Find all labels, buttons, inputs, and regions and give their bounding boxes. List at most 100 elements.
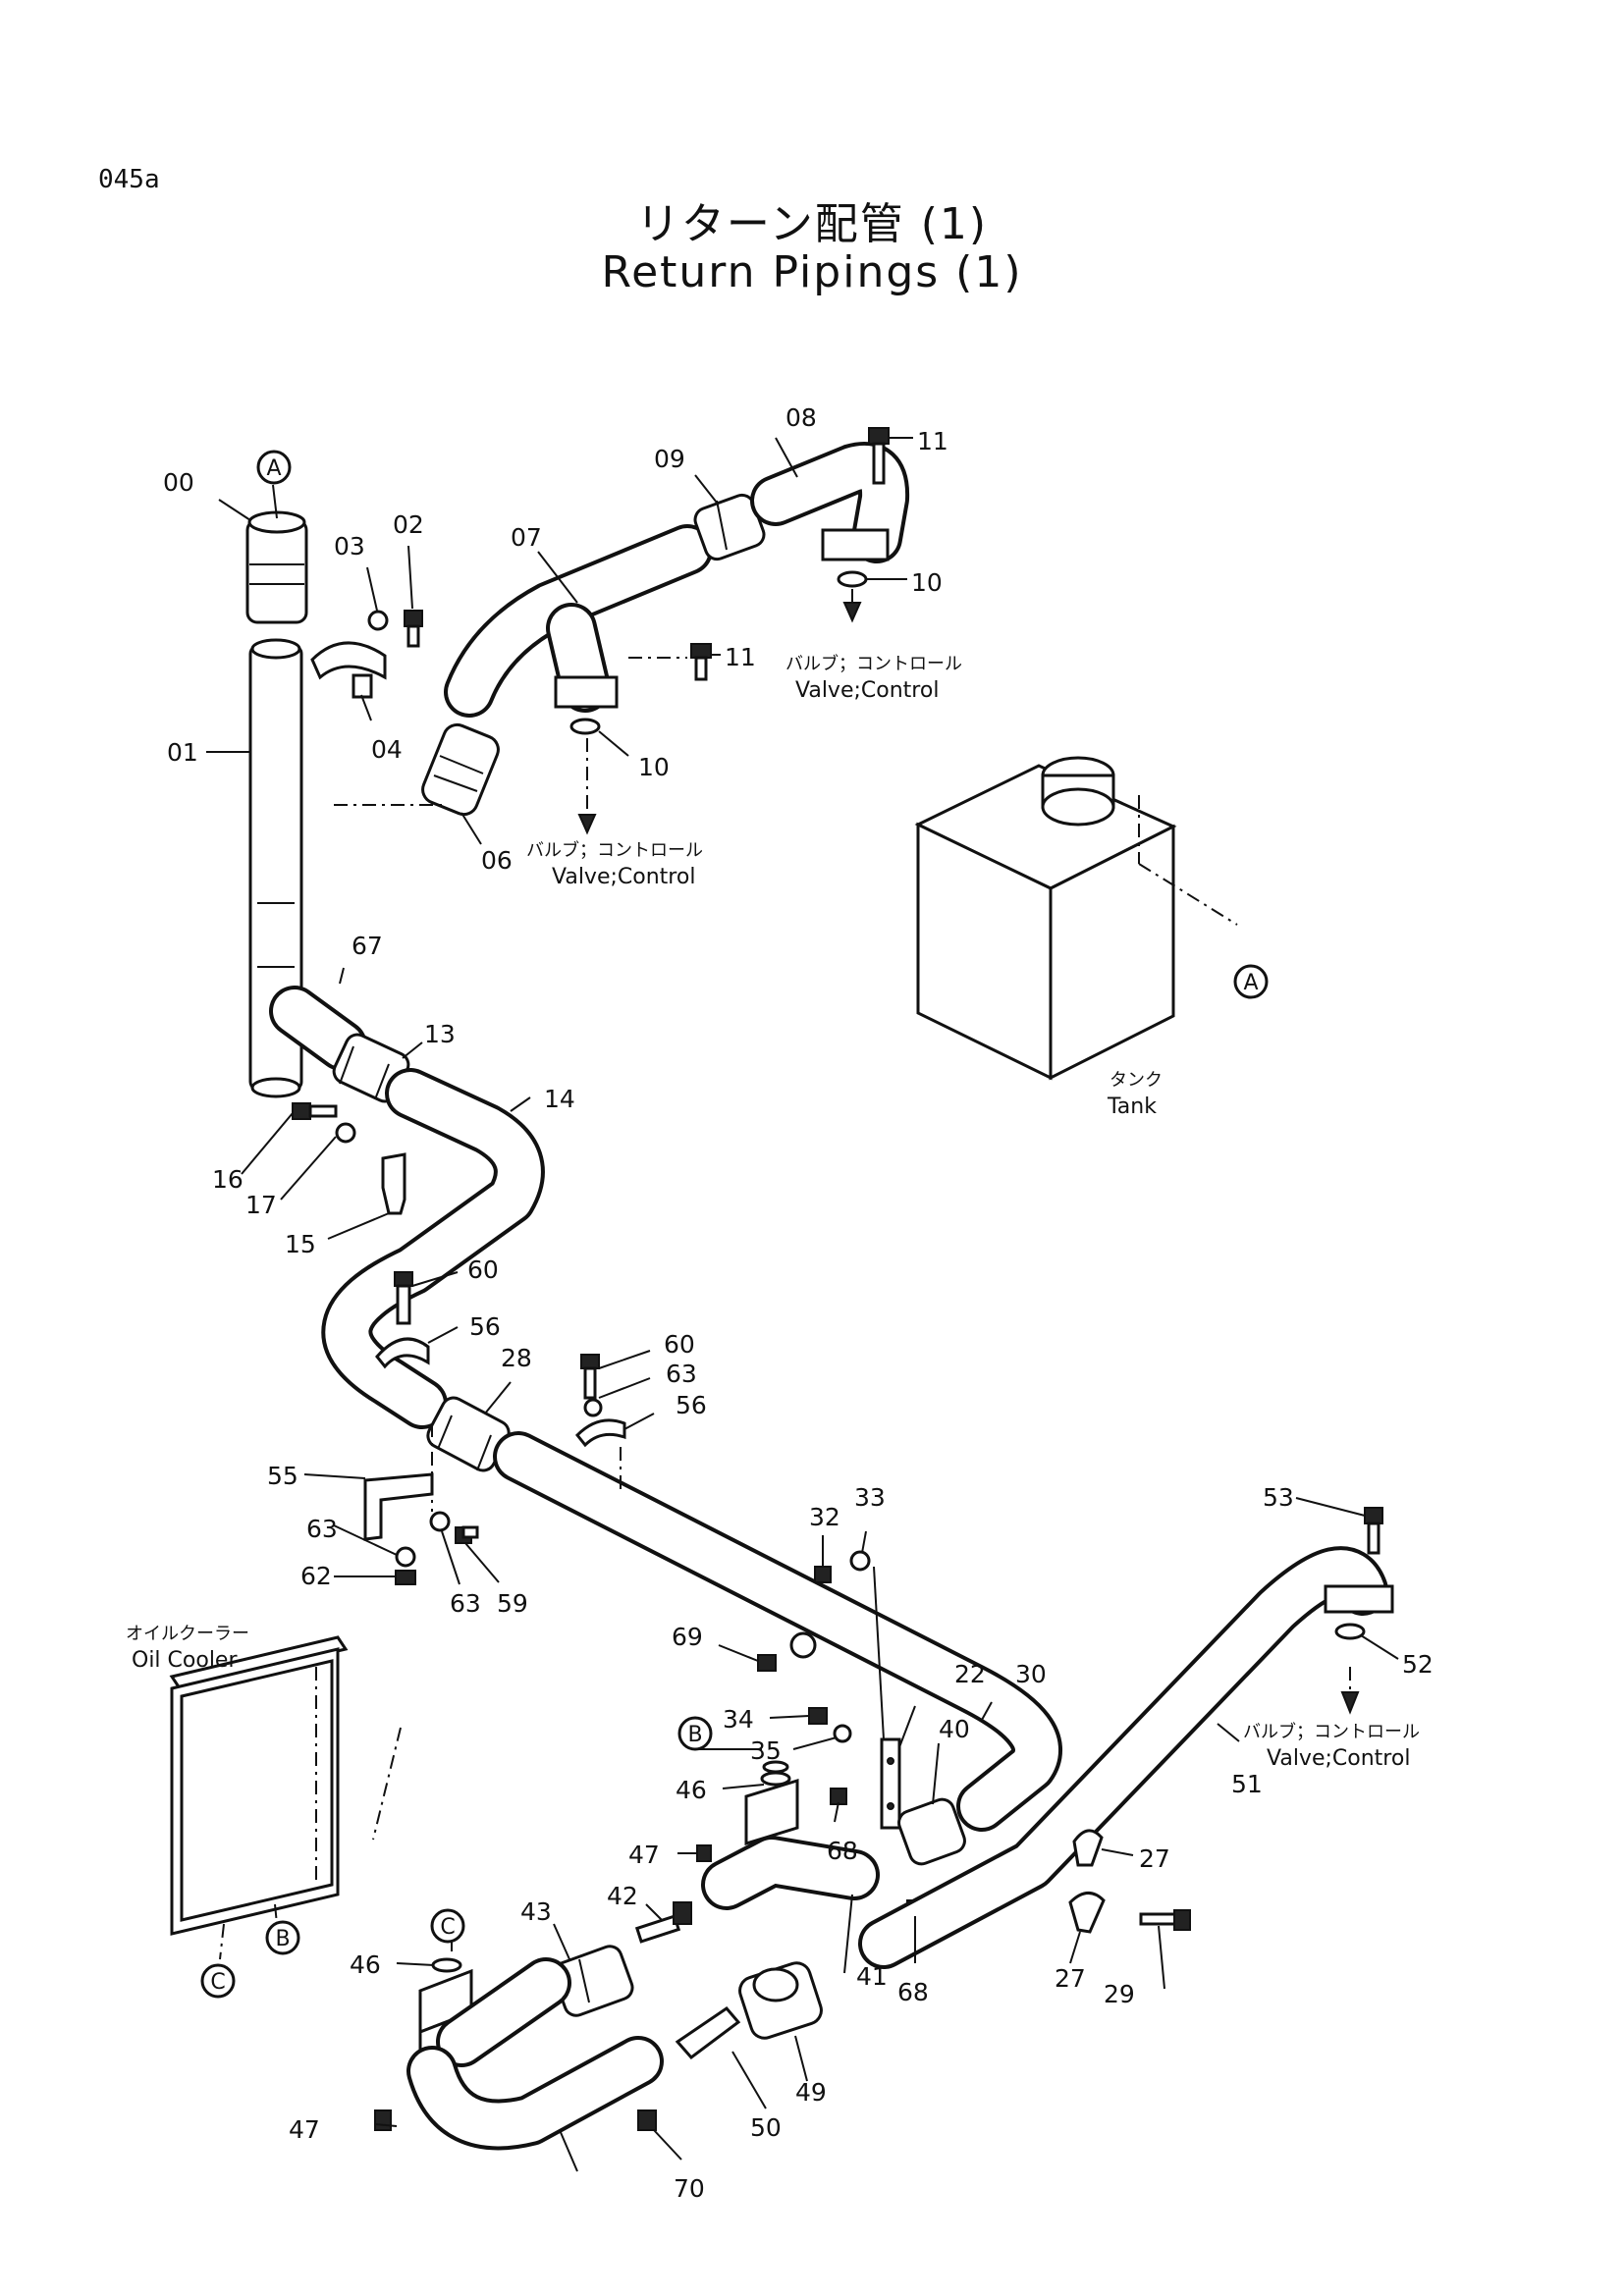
o-ring-52	[1334, 1623, 1366, 1640]
oil-cooler	[169, 1635, 349, 1936]
svg-text:C: C	[210, 1970, 225, 1995]
bracket-15	[381, 1152, 406, 1215]
ref-marker-a-top: A	[256, 450, 292, 485]
svg-text:B: B	[275, 1927, 290, 1951]
callout-27-upper: 27	[1139, 1844, 1170, 1873]
bolt-53	[1364, 1507, 1383, 1555]
svg-text:B: B	[687, 1723, 702, 1747]
callout-35: 35	[750, 1736, 782, 1765]
fitting-42	[634, 1901, 692, 1944]
bolt-02	[404, 610, 423, 648]
callout-03: 03	[334, 532, 365, 561]
callout-59: 59	[497, 1589, 528, 1618]
page-code: 045a	[98, 165, 160, 194]
callout-43: 43	[520, 1897, 552, 1926]
svg-text:A: A	[1243, 971, 1258, 995]
callout-09: 09	[654, 445, 685, 473]
callout-15: 15	[285, 1230, 316, 1258]
valve-caption-jp-3: バルブ；コントロール	[1243, 1721, 1420, 1742]
valve-caption-en-1: Valve;Control	[552, 865, 695, 889]
callout-34: 34	[723, 1705, 754, 1734]
callout-60-right: 60	[664, 1330, 695, 1359]
callout-68-upper: 68	[827, 1837, 858, 1865]
callout-30: 30	[1015, 1660, 1047, 1688]
callout-50: 50	[750, 2113, 782, 2142]
callout-46-upper: 46	[676, 1776, 707, 1804]
washer-17	[335, 1122, 356, 1144]
callout-69: 69	[672, 1623, 703, 1651]
bolt-29	[1139, 1909, 1191, 1931]
nut-62-washer-63	[395, 1546, 416, 1585]
reference-markers: A A B B C C	[200, 450, 1269, 1999]
callout-60-left: 60	[467, 1255, 499, 1284]
pipe-01	[248, 638, 303, 1098]
captions: バルブ；コントロール Valve;Control バルブ；コントロール Valv…	[126, 653, 1420, 1771]
hose-06	[421, 722, 500, 817]
callout-67: 67	[352, 932, 383, 960]
valve-caption-en-2: Valve;Control	[795, 678, 939, 703]
callout-40: 40	[939, 1715, 970, 1743]
bolt-11-lower	[690, 643, 712, 681]
callout-27-lower: 27	[1055, 1964, 1086, 1993]
callout-08: 08	[785, 403, 817, 432]
ref-marker-b-cooler: B	[265, 1920, 300, 1955]
svg-text:A: A	[266, 456, 281, 481]
pipe-07	[444, 524, 713, 718]
callout-02: 02	[393, 510, 424, 539]
block-46-47	[696, 1760, 799, 1862]
fitting-50	[675, 2006, 741, 2060]
title-japanese: リターン配管 (1)	[635, 199, 989, 249]
branch-stub	[269, 986, 367, 1071]
callout-49: 49	[795, 2078, 827, 2107]
callout-46-lower: 46	[350, 1950, 381, 1979]
tank-caption-jp: タンク	[1110, 1070, 1163, 1091]
valve-caption-jp-1: バルブ；コントロール	[526, 839, 703, 861]
cooler-caption-en: Oil Cooler	[132, 1648, 238, 1673]
pipe-41	[701, 1836, 880, 1910]
bolt-16	[292, 1102, 338, 1120]
ref-marker-c-cooler: C	[200, 1963, 236, 1999]
ref-marker-a-tank: A	[1233, 964, 1269, 999]
plug-70	[637, 2109, 657, 2131]
clamp-56-left	[375, 1337, 430, 1369]
bolt-11-upper	[868, 427, 890, 485]
hose-40	[897, 1797, 966, 1866]
callout-16: 16	[212, 1165, 244, 1194]
bracket-55	[363, 1472, 434, 1541]
callout-42: 42	[607, 1882, 638, 1910]
callout-32: 32	[809, 1503, 840, 1531]
callout-63-center: 63	[450, 1589, 481, 1618]
pipe-08	[750, 442, 910, 563]
hose-00	[245, 510, 308, 624]
tank	[914, 756, 1238, 1081]
callout-10-lower: 10	[638, 753, 670, 781]
callout-55: 55	[267, 1462, 298, 1490]
washer-03	[367, 610, 389, 631]
clamp-04	[310, 641, 387, 699]
callout-56-left: 56	[469, 1312, 501, 1341]
hose-49	[738, 1961, 823, 2040]
callout-51: 51	[1231, 1770, 1263, 1798]
leader-lines	[206, 437, 1399, 2172]
valve-caption-jp-2: バルブ；コントロール	[785, 653, 962, 674]
callout-13: 13	[424, 1020, 456, 1048]
bolt-59-washer-63	[429, 1511, 479, 1544]
ref-marker-c-block: C	[430, 1908, 465, 1944]
bolt-32	[814, 1566, 832, 1583]
valve-caption-en-3: Valve;Control	[1267, 1746, 1410, 1771]
pipe-14	[321, 1068, 545, 1429]
nut-34-washer-35	[808, 1707, 852, 1743]
callout-53: 53	[1263, 1483, 1294, 1512]
callout-28: 28	[501, 1344, 532, 1372]
ref-marker-b-block: B	[677, 1716, 713, 1751]
bolt-69	[757, 1654, 777, 1672]
callout-07: 07	[511, 523, 542, 552]
pipe-51	[858, 1546, 1394, 1969]
svg-text:C: C	[440, 1915, 455, 1940]
callout-63-right: 63	[666, 1360, 697, 1388]
bolt-60-right	[574, 1354, 626, 1448]
hose-28	[426, 1396, 511, 1472]
title-english: Return Pipings (1)	[601, 247, 1023, 297]
callout-11-upper: 11	[917, 427, 948, 455]
